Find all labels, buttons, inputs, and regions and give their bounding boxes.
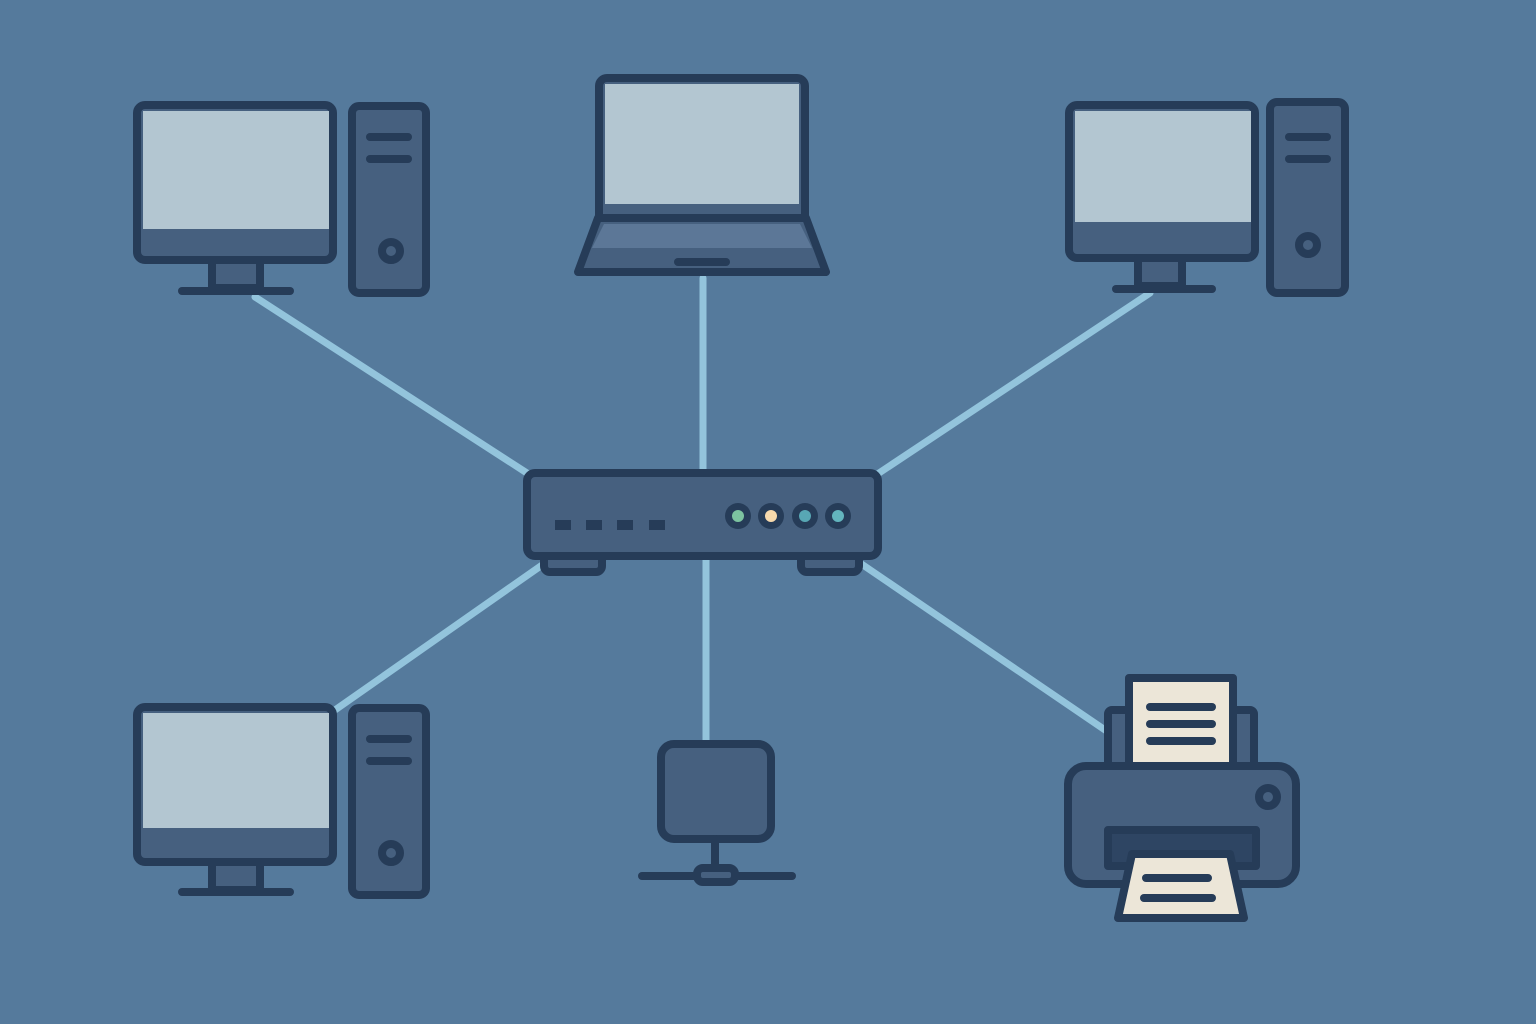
router-ports	[555, 520, 665, 530]
status-led-icon	[799, 510, 811, 522]
network-terminal-icon	[638, 740, 796, 886]
laptop-icon	[574, 74, 830, 276]
status-led-icon	[832, 510, 844, 522]
router-status-leds	[725, 503, 851, 529]
desktop-computer-top-right	[1065, 98, 1349, 297]
desktop-computer-bottom-left	[133, 703, 430, 899]
link-desktop-top-left	[251, 293, 534, 479]
printer-icon	[1064, 674, 1300, 922]
link-printer	[856, 559, 1112, 736]
link-desktop-bottom-left	[331, 559, 549, 714]
status-led-icon	[765, 510, 777, 522]
network-links	[251, 274, 1154, 746]
monitor-icon	[133, 101, 337, 295]
link-desktop-top-right	[872, 289, 1154, 479]
tower-icon	[348, 704, 430, 899]
tower-icon	[1266, 98, 1349, 297]
status-led-icon	[732, 510, 744, 522]
paper-output-icon	[1114, 850, 1248, 922]
desktop-computer-top-left	[133, 101, 430, 297]
tower-icon	[348, 102, 430, 297]
monitor-icon	[133, 703, 337, 896]
monitor-icon	[1065, 101, 1259, 293]
router-icon	[523, 469, 882, 576]
